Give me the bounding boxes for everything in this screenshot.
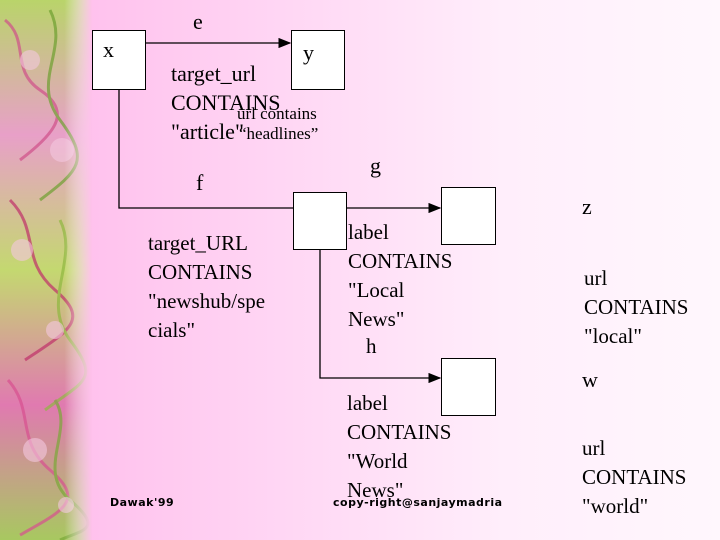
label-y: y	[303, 40, 314, 65]
text-g-condition: label CONTAINS "Local News"	[348, 218, 453, 334]
label-w: w	[582, 367, 598, 392]
h-line4: News"	[347, 478, 404, 502]
z-line2: CONTAINS	[584, 295, 689, 319]
node-h	[441, 358, 496, 416]
text-e-condition: target_url CONTAINS "article"	[171, 59, 280, 146]
w-line2: CONTAINS	[582, 465, 687, 489]
footer-left-text: Dawak'99	[110, 496, 175, 509]
label-z: z	[582, 194, 592, 219]
w-line1: url	[582, 436, 606, 460]
text-y-condition: url contains “headlines”	[237, 104, 318, 144]
w-line3: "world"	[582, 494, 649, 518]
g-line3: "Local	[348, 278, 405, 302]
decorative-marble-strip	[0, 0, 92, 540]
f-line2: CONTAINS	[148, 260, 253, 284]
label-g: g	[370, 153, 381, 178]
node-g	[441, 187, 496, 245]
text-h-condition: label CONTAINS "World News"	[347, 389, 452, 505]
e-line1: target_url	[171, 61, 257, 86]
g-line4: News"	[348, 307, 405, 331]
footer-copyright-text: copy-right@sanjaymadria	[333, 496, 503, 509]
h-line2: CONTAINS	[347, 420, 452, 444]
h-line3: "World	[347, 449, 408, 473]
text-z-condition: url CONTAINS "local"	[584, 264, 689, 351]
y-line2: “headlines”	[239, 124, 319, 143]
label-e: e	[193, 9, 203, 34]
node-x	[92, 30, 146, 90]
edge-f-to-h	[319, 208, 442, 384]
z-line3: "local"	[584, 324, 642, 348]
f-line4: cials"	[148, 318, 196, 342]
g-line2: CONTAINS	[348, 249, 453, 273]
label-f: f	[196, 170, 204, 195]
y-line1: url contains	[237, 104, 317, 123]
label-x: x	[103, 37, 114, 62]
node-y	[291, 30, 345, 90]
h-line1: label	[347, 391, 388, 415]
g-line1: label	[348, 220, 389, 244]
f-line1: target_URL	[148, 231, 248, 255]
node-f	[293, 192, 347, 250]
e-line3: "article"	[171, 119, 244, 144]
text-f-condition: target_URL CONTAINS "newshub/spe cials"	[148, 229, 265, 345]
label-h: h	[366, 334, 377, 358]
text-w-condition: url CONTAINS "world"	[582, 434, 687, 521]
e-line2: CONTAINS	[171, 90, 281, 115]
z-line1: url	[584, 266, 608, 290]
f-line3: "newshub/spe	[148, 289, 266, 313]
